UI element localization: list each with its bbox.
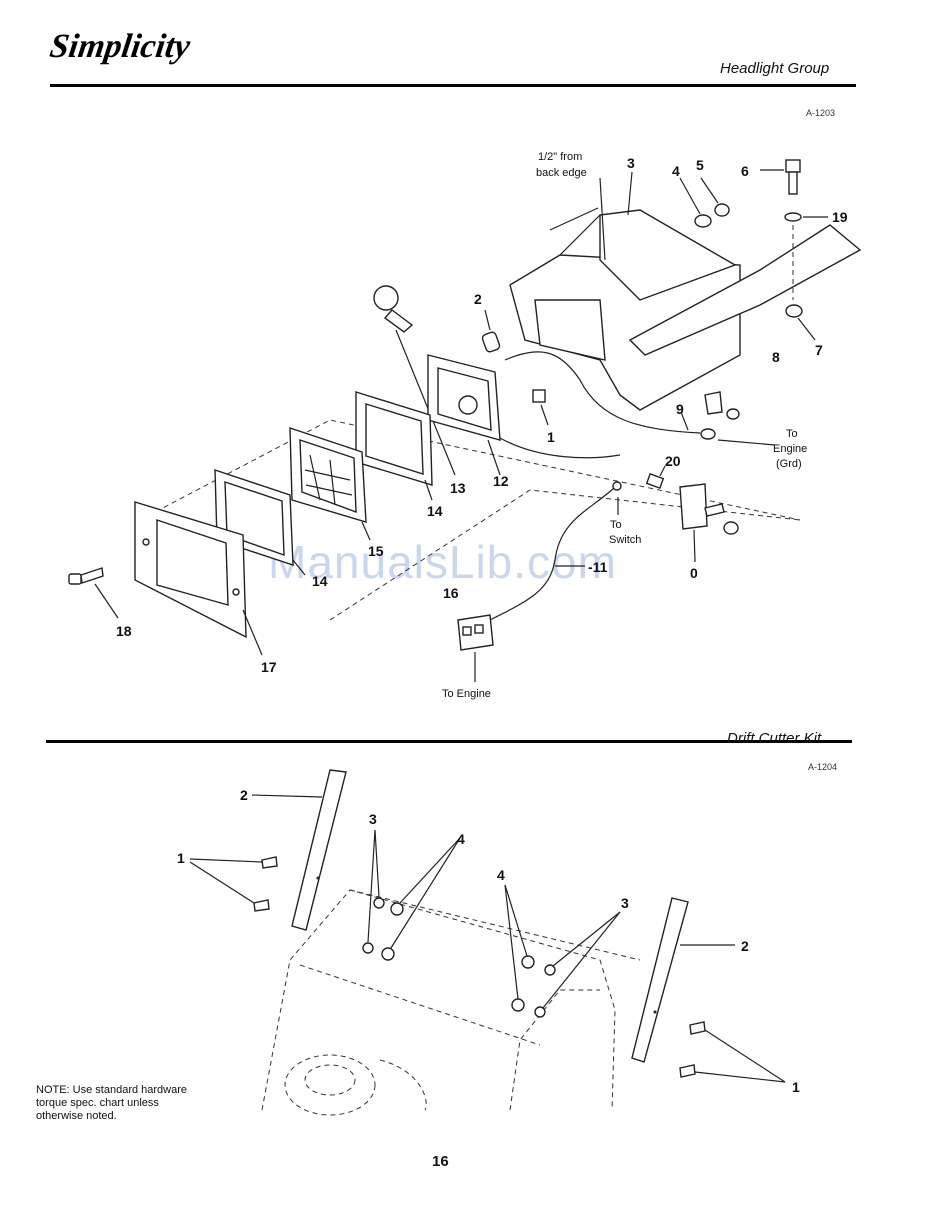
bolt bbox=[760, 160, 800, 194]
lamp-wire bbox=[500, 438, 620, 458]
callout-13: 13 bbox=[450, 480, 466, 496]
nut bbox=[695, 215, 711, 227]
gasket bbox=[356, 392, 432, 500]
callout-9: 9 bbox=[676, 401, 684, 417]
lock-washer bbox=[535, 1007, 545, 1017]
callout-14b: 14 bbox=[312, 573, 328, 589]
callout-4: 4 bbox=[672, 163, 680, 179]
drift-cutter-bar bbox=[632, 898, 735, 1062]
callout-20: 20 bbox=[665, 453, 681, 469]
lock-washer bbox=[715, 204, 729, 216]
light-switch bbox=[680, 484, 738, 562]
lock-washer bbox=[374, 898, 384, 908]
drift-callout-4b: 4 bbox=[497, 867, 505, 883]
lock-washer bbox=[363, 943, 373, 953]
callout-15: 15 bbox=[368, 543, 384, 559]
callout-2: 2 bbox=[474, 291, 482, 307]
callout-3: 3 bbox=[627, 155, 635, 171]
callout-7: 7 bbox=[815, 342, 823, 358]
callout-1: 1 bbox=[547, 429, 555, 445]
callout-11: -11 bbox=[588, 559, 608, 575]
wire-clip bbox=[533, 390, 545, 402]
nut bbox=[786, 305, 802, 317]
callout-12: 12 bbox=[493, 473, 509, 489]
note-to-engine: To Engine bbox=[442, 688, 491, 700]
note-to-switch-1: To bbox=[610, 519, 622, 531]
hex-nut bbox=[512, 999, 524, 1011]
drift-callout-4a: 4 bbox=[457, 831, 465, 847]
wiring-harness bbox=[458, 482, 621, 682]
note-half-inch-2: back edge bbox=[536, 167, 587, 179]
carriage-bolt bbox=[680, 1065, 785, 1082]
screw bbox=[69, 568, 118, 618]
callout-19: 19 bbox=[832, 209, 848, 225]
callout-17: 17 bbox=[261, 659, 277, 675]
callout-16: 16 bbox=[443, 585, 459, 601]
callout-6: 6 bbox=[741, 163, 749, 179]
carriage-bolt bbox=[190, 862, 269, 911]
note-to-switch-2: Switch bbox=[609, 534, 641, 546]
callout-10: 0 bbox=[690, 565, 698, 581]
callout-14a: 14 bbox=[427, 503, 443, 519]
drift-callout-1a: 1 bbox=[177, 850, 185, 866]
callout-18: 18 bbox=[116, 623, 132, 639]
drift-callout-2b: 2 bbox=[741, 938, 749, 954]
hex-nut bbox=[391, 903, 403, 915]
snowthrower-housing bbox=[262, 890, 640, 1115]
callout-8: 8 bbox=[772, 349, 780, 365]
drift-callout-2a: 2 bbox=[240, 787, 248, 803]
lock-washer bbox=[545, 965, 555, 975]
callout-5: 5 bbox=[696, 157, 704, 173]
note-to-engine-grd-3: (Grd) bbox=[776, 458, 802, 470]
ground-terminal bbox=[705, 392, 722, 414]
note-half-inch-1: 1/2" from bbox=[538, 151, 582, 163]
hex-nut bbox=[382, 948, 394, 960]
bulb-socket bbox=[481, 331, 500, 353]
note-to-engine-grd-2: Engine bbox=[773, 443, 807, 455]
terminal-connector bbox=[647, 474, 664, 488]
note-to-engine-grd-1: To bbox=[786, 428, 798, 440]
washer bbox=[785, 213, 801, 221]
hex-nut bbox=[522, 956, 534, 968]
drift-callout-1b: 1 bbox=[792, 1079, 800, 1095]
drift-callout-3a: 3 bbox=[369, 811, 377, 827]
reflector bbox=[428, 355, 500, 475]
drift-callout-3b: 3 bbox=[621, 895, 629, 911]
assembly-guide-line bbox=[330, 490, 800, 620]
carriage-bolt bbox=[190, 857, 277, 868]
